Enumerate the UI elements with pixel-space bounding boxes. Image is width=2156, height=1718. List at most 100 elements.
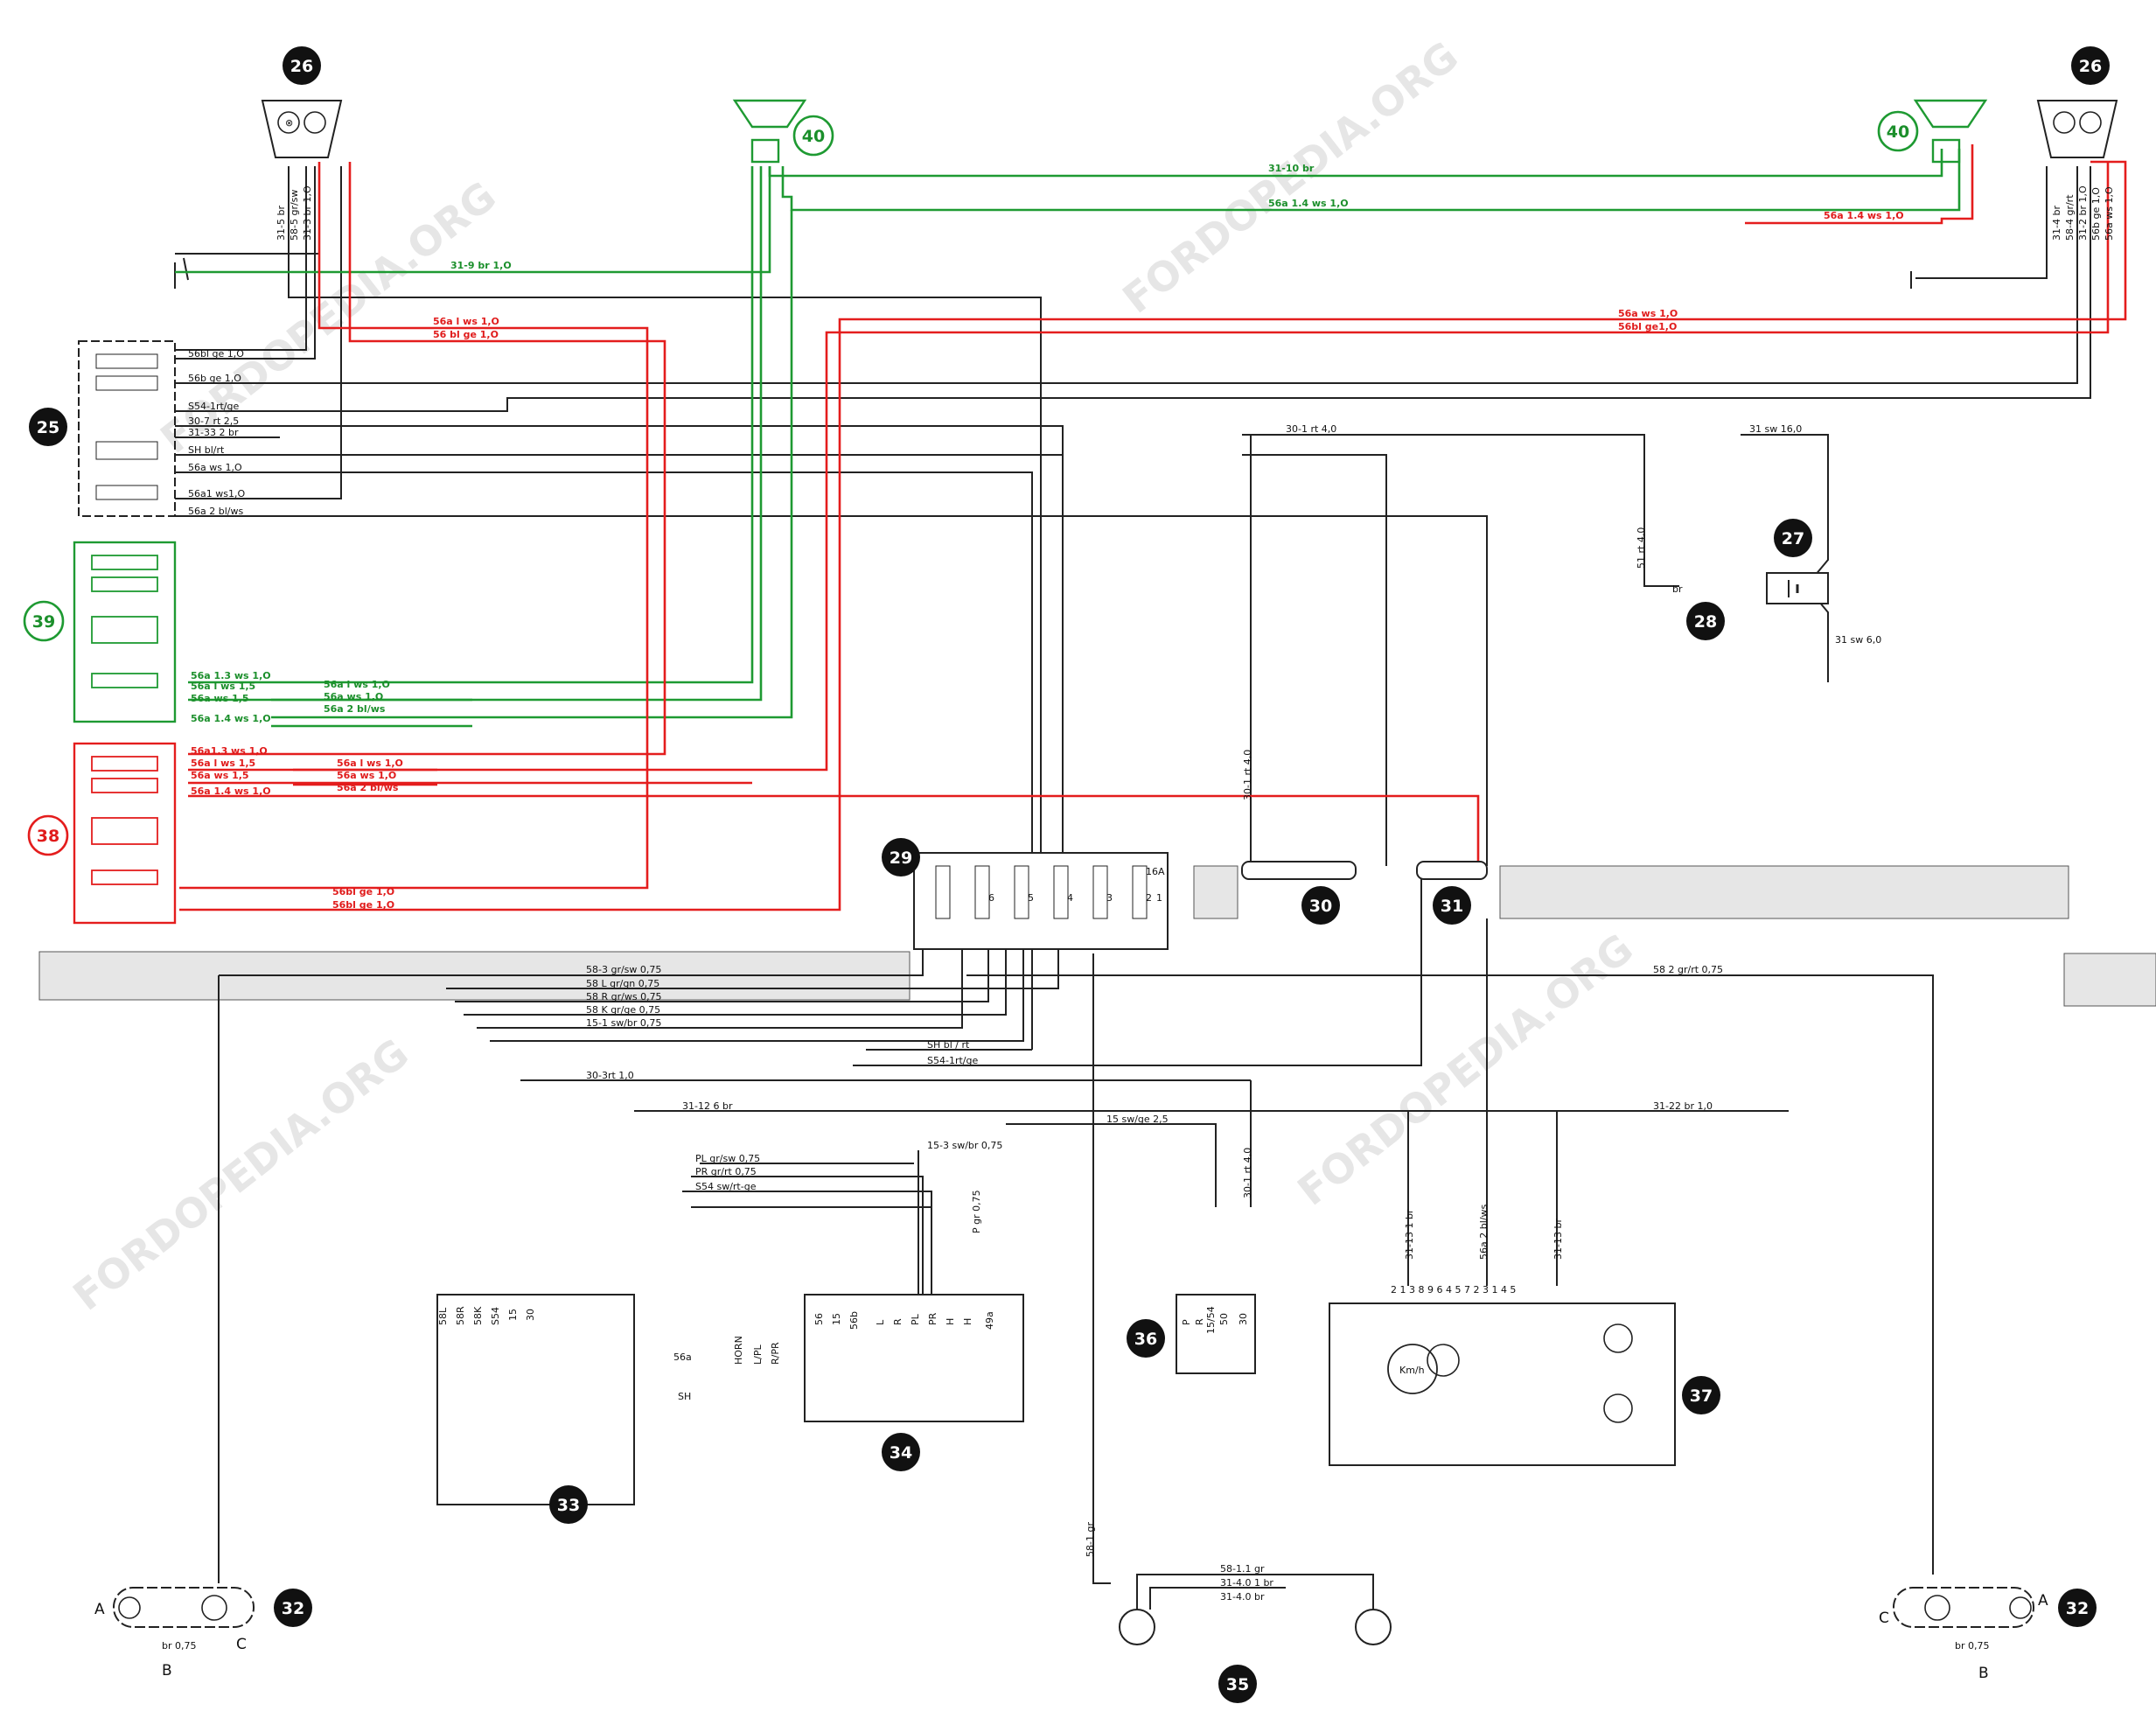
wire-label: 56a 2 bl/ws <box>337 782 399 793</box>
badge-28: 28 <box>1694 612 1717 632</box>
badge-36: 36 <box>1134 1330 1157 1349</box>
wire-label: 31 sw 16,0 <box>1749 423 1802 435</box>
switch-label: R/PR <box>770 1342 781 1365</box>
pin-label: R <box>1194 1318 1205 1325</box>
bulb-cross-icon: ⊗ <box>285 117 293 129</box>
lamp-label: C <box>236 1636 247 1653</box>
badge-25: 25 <box>37 418 59 437</box>
wire-label: 56a 1.3 ws 1,O <box>191 670 271 681</box>
wire-label: 31-13 br <box>1552 1219 1564 1260</box>
cluster-pins: 2 1 3 8 9 6 4 5 7 2 3 1 4 5 <box>1391 1284 1516 1295</box>
wire-label: 30-7 rt 2,5 <box>188 416 239 427</box>
pin-label: H <box>962 1318 973 1325</box>
speedometer-label: Km/h <box>1399 1365 1425 1376</box>
badge-34: 34 <box>890 1443 912 1463</box>
wire-label: 31-9 br 1,O <box>450 260 512 271</box>
rear-lamp-32-left: A B C br 0,75 <box>94 1587 255 1680</box>
wire-label: 58 K gr/ge 0,75 <box>586 1004 660 1016</box>
pin-label: 30 <box>1238 1313 1249 1325</box>
wire-label: 56a 2 bl/ws <box>188 506 243 517</box>
switch-label: HORN <box>733 1336 744 1365</box>
watermark-text: FORDOPEDIA.ORG <box>65 1030 418 1320</box>
pin-label: 58R <box>455 1306 466 1325</box>
pin-label: 50 <box>1218 1313 1230 1325</box>
badge-39: 39 <box>32 612 55 632</box>
badge-32: 32 <box>282 1599 304 1618</box>
wire-label: 56a ws 1,O <box>188 462 242 473</box>
lamp-label: B <box>162 1662 172 1680</box>
wire-label: 31-5 br <box>276 206 287 241</box>
wire-label: 56a1.3 ws 1,O <box>191 745 268 757</box>
wire-label: br <box>1672 583 1683 595</box>
wire-label: 15-3 sw/br 0,75 <box>927 1140 1002 1151</box>
wire-label: 56a1 ws1,O <box>188 488 245 499</box>
pin-label: 49a <box>984 1311 995 1330</box>
steering-column-switch-34: 56 15 56b L R PL PR H H 49a HORN L/PL R/… <box>673 1294 1024 1422</box>
badge-30: 30 <box>1309 897 1332 916</box>
wire-label: 51 rt 4,0 <box>1636 527 1647 569</box>
wire-label: 56a ws 1,O <box>2104 186 2115 241</box>
component-badges: 26 26 40 40 25 39 38 27 28 29 30 31 32 3… <box>23 46 2110 1703</box>
connector-30 <box>1241 861 1357 880</box>
fuse-label: 2 <box>1146 892 1152 904</box>
instrument-cluster-37: 2 1 3 8 9 6 4 5 7 2 3 1 4 5 Km/h <box>1329 1284 1676 1466</box>
wire-label: 30-3rt 1,0 <box>586 1070 634 1081</box>
battery-27 <box>1766 572 1829 604</box>
wire-label: 30-1 rt 4,0 <box>1242 750 1253 800</box>
wire-label: 58-4 gr/rt <box>2064 194 2076 241</box>
wire-label: 56a 1.4 ws 1,O <box>1824 210 1904 221</box>
wire-label: 58-3 gr/sw 0,75 <box>586 964 661 975</box>
fog-lamp-40-right <box>1913 99 1988 164</box>
wire-label: 56a l ws 1,O <box>324 679 390 690</box>
badge-38: 38 <box>37 827 59 846</box>
wire-label: 56 bl ge 1,O <box>433 329 499 340</box>
fuse-label: 1 <box>1156 892 1162 904</box>
badge-26: 26 <box>2079 57 2102 76</box>
wire-label: 56a ws 1,5 <box>191 693 249 704</box>
switch-label: 56a <box>673 1351 692 1363</box>
wire-label: 31 sw 6,0 <box>1835 634 1881 646</box>
wire-label: 56bl ge 1,O <box>188 348 244 360</box>
lamp-label: A <box>2038 1592 2048 1610</box>
fuse-label: 6 <box>988 892 994 904</box>
wire-label: P gr 0,75 <box>971 1190 982 1233</box>
wire-label: 58-1.1 gr <box>1220 1563 1265 1575</box>
badge-29: 29 <box>890 849 912 868</box>
pin-label: 30 <box>525 1309 536 1321</box>
red-wires <box>179 144 2127 911</box>
wire-label: 56a ws 1,O <box>1618 308 1678 319</box>
wire-label: 15-1 sw/br 0,75 <box>586 1017 661 1029</box>
pin-label: 56 <box>813 1313 825 1325</box>
wire-label: 56a 1.4 ws 1,O <box>191 786 271 797</box>
relay-module-39 <box>73 541 177 723</box>
wire-label: 31-22 br 1,0 <box>1653 1100 1713 1112</box>
wire-label: 31-33 2 br <box>188 427 239 438</box>
pin-label: 56b <box>848 1311 860 1330</box>
wire-label: 15 sw/ge 2,5 <box>1106 1114 1169 1125</box>
fuse-box-29: 6 5 4 3 2 1 16A <box>913 852 1169 950</box>
wire-label: PR gr/rt 0,75 <box>695 1166 757 1177</box>
pin-label: R <box>892 1318 904 1325</box>
badge-37: 37 <box>1690 1386 1713 1406</box>
wire-label: 56a l ws 1,O <box>337 758 403 769</box>
headlamp-26-left: ⊗ <box>261 100 343 158</box>
wire-label: 56a l ws 1,5 <box>191 681 255 692</box>
lamp-label: C <box>1879 1610 1889 1627</box>
relay-module-25 <box>78 340 176 517</box>
fog-lamp-40-left <box>732 99 807 164</box>
switch-label: SH <box>678 1391 691 1402</box>
wire-label: 56a ws 1,5 <box>191 770 249 781</box>
fuse-label: 4 <box>1067 892 1073 904</box>
badge-40: 40 <box>1887 122 1909 142</box>
connector-31 <box>1416 861 1488 880</box>
pin-label: PR <box>927 1312 938 1325</box>
wire-label: 56bl ge 1,O <box>332 899 394 911</box>
pin-label: P <box>1181 1319 1192 1325</box>
wire-label: 31-10 br <box>1268 163 1315 174</box>
wire-label: 56b ge 1,O <box>2090 187 2102 241</box>
wire-label: 56a 1.4 ws 1,O <box>191 713 271 724</box>
pin-label: 58K <box>472 1306 484 1325</box>
wire-label: S54-1rt/ge <box>927 1055 978 1066</box>
pin-label: 15 <box>507 1309 519 1321</box>
pin-label: H <box>945 1318 956 1325</box>
